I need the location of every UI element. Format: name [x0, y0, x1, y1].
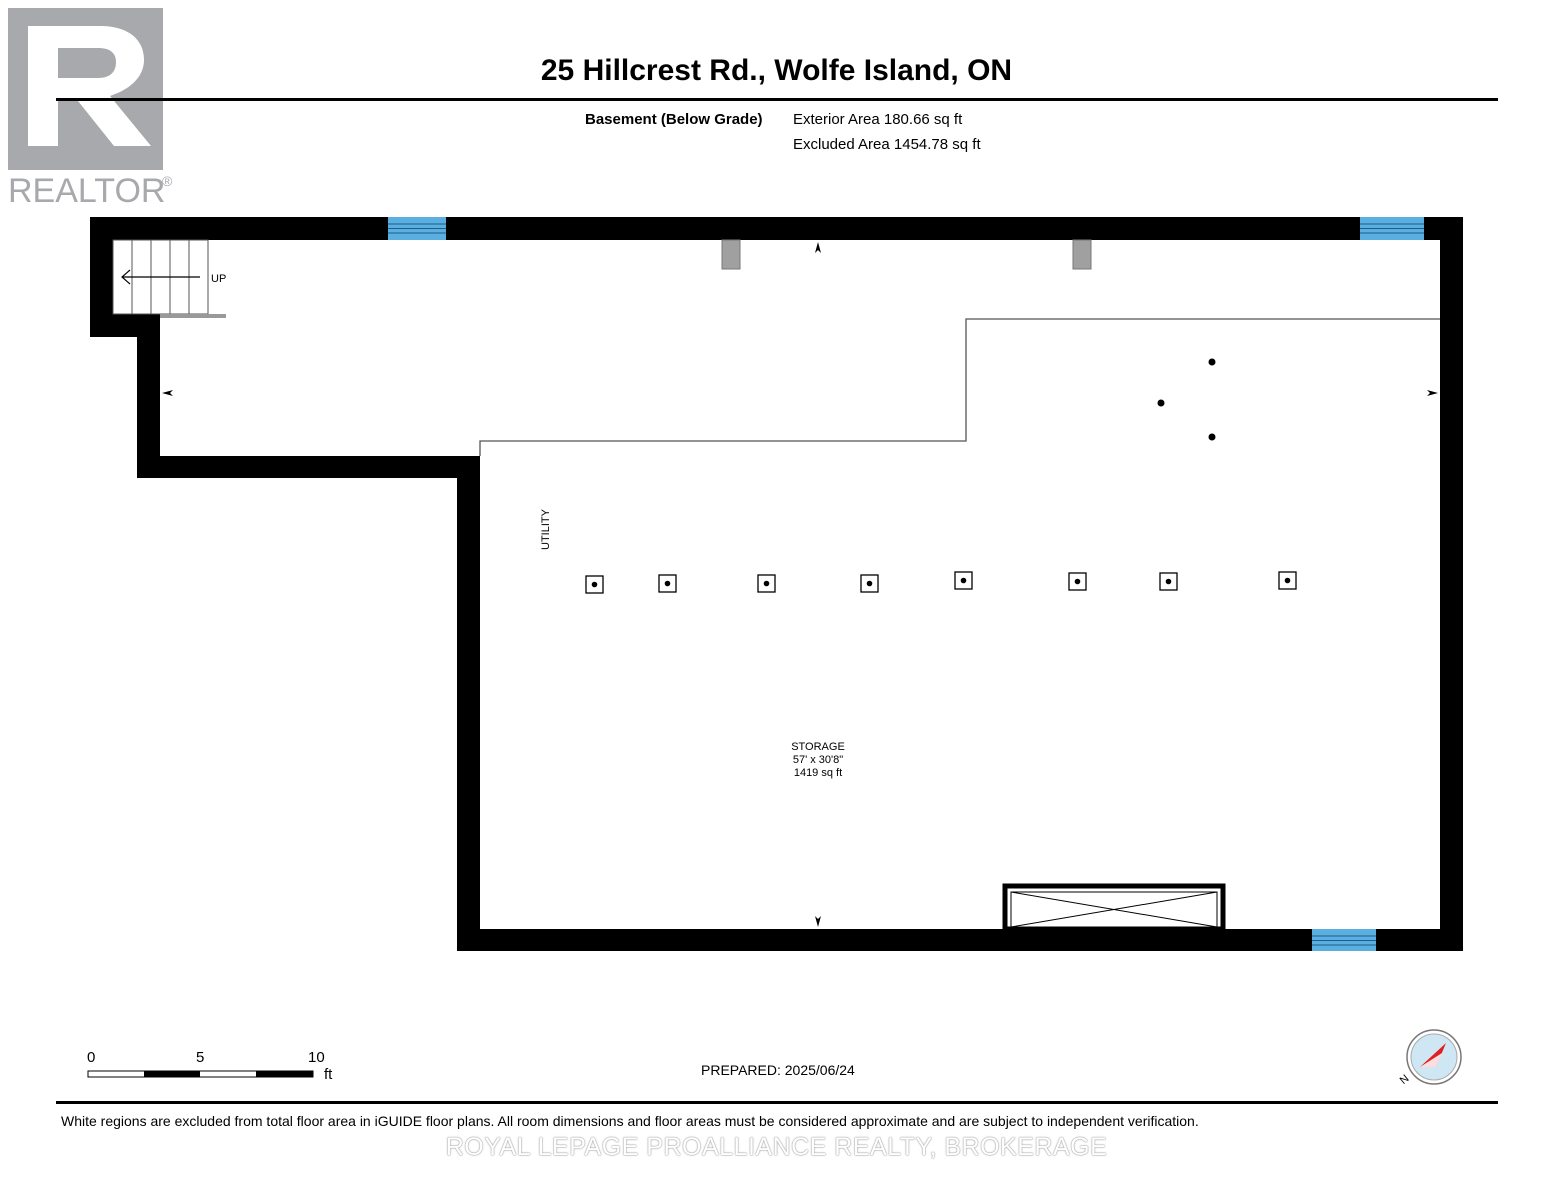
- excluded-area: Excluded Area 1454.78 sq ft: [793, 136, 981, 153]
- column-icon: [658, 574, 677, 593]
- compass: N: [1398, 1029, 1462, 1087]
- room-name: STORAGE: [791, 741, 845, 753]
- column-icon: [757, 574, 776, 593]
- scale-unit: ft: [324, 1066, 333, 1083]
- window-top-right: [1360, 217, 1424, 240]
- column-icon: [954, 571, 973, 590]
- floor-opening: [1002, 883, 1226, 932]
- column-icon: [860, 574, 879, 593]
- scale-tick-5: 5: [196, 1049, 204, 1066]
- room-area: 1419 sq ft: [794, 767, 842, 779]
- realtor-logo-text: REALTOR: [8, 172, 165, 210]
- ceiling-points: [1157, 358, 1216, 441]
- room-dimensions: 57' x 30'8": [793, 754, 843, 766]
- dimension-markers: [162, 242, 1438, 927]
- utility-label: UTILITY: [540, 508, 552, 550]
- prepared-date: PREPARED: 2025/06/24: [701, 1062, 855, 1078]
- stairs-label: UP: [211, 273, 226, 285]
- realtor-logo: REALTOR ®: [6, 6, 181, 211]
- column-icon: [1278, 571, 1297, 590]
- dimension-arrow-top: [815, 242, 821, 253]
- scale-tick-0: 0: [87, 1049, 95, 1066]
- area-boundary: [479, 318, 1440, 456]
- dimension-arrow-left: [162, 390, 173, 396]
- north-arrow-icon: [1420, 1043, 1446, 1067]
- exterior-walls: [90, 217, 1463, 951]
- exterior-area: Exterior Area 180.66 sq ft: [793, 111, 963, 128]
- disclaimer: White regions are excluded from total fl…: [61, 1113, 1199, 1129]
- stairs-arrow-icon: [121, 269, 131, 285]
- footer-divider: [56, 1101, 1498, 1104]
- svg-text:®: ®: [162, 173, 173, 189]
- scale-bar: 0 5 10 ft: [87, 1049, 333, 1083]
- column-icon: [585, 575, 604, 594]
- scale-tick-10: 10: [308, 1049, 325, 1066]
- support-columns: [585, 571, 1297, 594]
- windows: [388, 217, 1424, 951]
- compass-label: N: [1398, 1073, 1412, 1087]
- column-icon: [1159, 572, 1178, 591]
- column-icon: [1068, 572, 1087, 591]
- wall-post: [721, 239, 741, 270]
- dimension-arrow-right: [1427, 390, 1438, 396]
- page-title: 25 Hillcrest Rd., Wolfe Island, ON: [540, 54, 1013, 87]
- window-top-left: [388, 217, 446, 240]
- window-bottom-right: [1312, 929, 1376, 951]
- realtor-r-logo-icon: REALTOR ®: [8, 8, 173, 210]
- stairs: [112, 239, 226, 318]
- title-divider: [56, 98, 1498, 101]
- floor-name: Basement (Below Grade): [585, 111, 763, 128]
- dimension-arrow-bottom: [815, 916, 821, 927]
- wall-post: [1072, 239, 1092, 270]
- brokerage-watermark: ROYAL LEPAGE PROALLIANCE REALTY, BROKERA…: [445, 1133, 1108, 1161]
